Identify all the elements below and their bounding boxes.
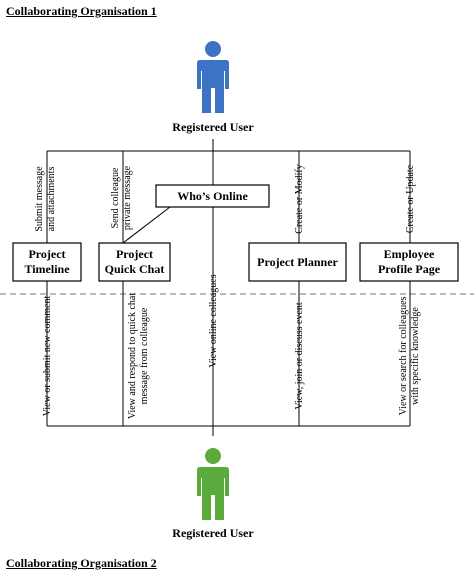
planner-lower-label: View, join or discuss event bbox=[294, 302, 305, 410]
connector-lines bbox=[46, 139, 411, 436]
project-timeline-label-line-2: Timeline bbox=[24, 262, 70, 276]
project-quick-chat-box: Project Quick Chat bbox=[98, 242, 171, 282]
timeline-upper-label-line-1: Submit message bbox=[34, 166, 45, 232]
quick-chat-lower-label-line-2: message from colleague bbox=[139, 307, 150, 404]
bottom-user-person-icon bbox=[197, 448, 229, 520]
profile-lower-label-line-1: View or search for colleagues bbox=[398, 297, 409, 416]
planner-upper-label: Create or Modify bbox=[294, 164, 305, 233]
project-timeline-box: Project Timeline bbox=[12, 242, 82, 282]
employee-profile-label-line-2: Profile Page bbox=[378, 262, 441, 276]
employee-profile-page-box: Employee Profile Page bbox=[359, 242, 459, 282]
project-timeline-label-line-1: Project bbox=[28, 247, 65, 261]
bottom-registered-user-label: Registered User bbox=[172, 526, 254, 540]
quick-chat-lower-label-line-1: View and respond to quick chat bbox=[127, 293, 138, 420]
timeline-lower-label: View or submit new comment bbox=[42, 296, 53, 417]
project-planner-box: Project Planner bbox=[248, 242, 347, 282]
project-quick-chat-label-line-2: Quick Chat bbox=[105, 262, 165, 276]
profile-lower-label-line-2: with specific knowledge bbox=[410, 307, 421, 405]
profile-upper-label: Create or Update bbox=[405, 164, 416, 233]
project-planner-label: Project Planner bbox=[257, 255, 338, 269]
heading-collaborating-organisation-2: Collaborating Organisation 2 bbox=[6, 556, 157, 570]
top-registered-user-label: Registered User bbox=[172, 120, 254, 134]
whos-online-label: Who’s Online bbox=[177, 189, 248, 203]
whos-online-to-quick-chat-connector bbox=[122, 206, 171, 244]
heading-collaborating-organisation-1: Collaborating Organisation 1 bbox=[6, 4, 157, 18]
quick-chat-upper-label-line-2: private message bbox=[122, 165, 133, 230]
top-user-person-icon bbox=[197, 41, 229, 113]
whos-online-box: Who’s Online bbox=[155, 184, 270, 208]
project-quick-chat-label-line-1: Project bbox=[116, 247, 153, 261]
whos-online-lower-label: View online colleagues bbox=[208, 274, 219, 367]
quick-chat-upper-label-line-1: Send colleague bbox=[110, 167, 121, 228]
employee-profile-label-line-1: Employee bbox=[384, 247, 435, 261]
timeline-upper-label-line-2: and attachments bbox=[46, 167, 57, 232]
